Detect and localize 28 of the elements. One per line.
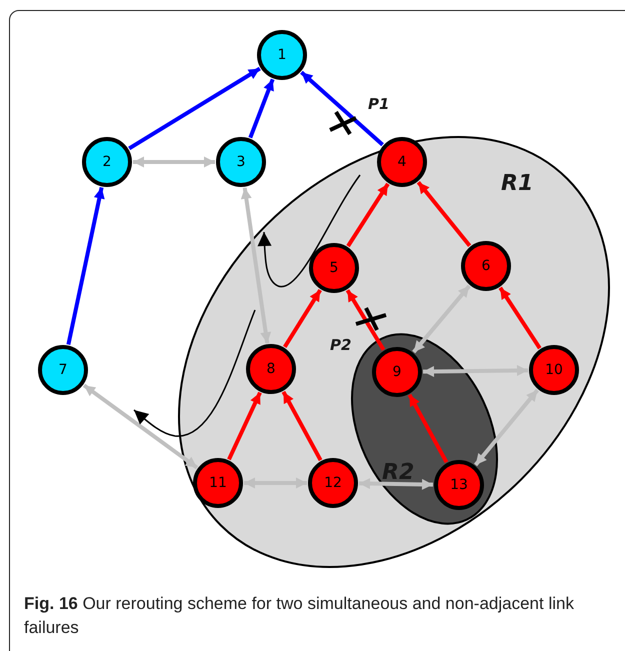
arrow	[474, 388, 539, 466]
arrow	[282, 390, 322, 462]
arrow	[416, 180, 472, 248]
arrow	[358, 478, 434, 490]
arrow	[128, 66, 261, 150]
failure-label: P2	[330, 335, 352, 356]
failure-label: P1	[368, 94, 390, 115]
arrow	[346, 182, 390, 248]
arrow	[412, 284, 471, 354]
arrow	[66, 187, 105, 345]
numbered-node: 7	[38, 345, 88, 395]
numbered-node: 2	[82, 137, 132, 187]
region-label: R1	[501, 170, 534, 198]
arrow	[240, 187, 272, 344]
arrow	[346, 289, 386, 351]
numbered-node: 1	[257, 30, 307, 80]
arrow	[227, 392, 262, 460]
figure-caption: Fig. 16 Our rerouting scheme for two simultaneous and non-adjacent link failures	[24, 593, 575, 639]
arrow	[422, 364, 528, 378]
arrow	[133, 156, 215, 168]
arrow	[283, 289, 322, 348]
numbered-node: 3	[216, 137, 266, 187]
arrow	[82, 384, 198, 470]
arrow	[244, 478, 307, 488]
arrow	[498, 286, 542, 350]
arrow	[408, 394, 448, 464]
arrow	[300, 70, 384, 146]
arrow	[248, 78, 275, 138]
